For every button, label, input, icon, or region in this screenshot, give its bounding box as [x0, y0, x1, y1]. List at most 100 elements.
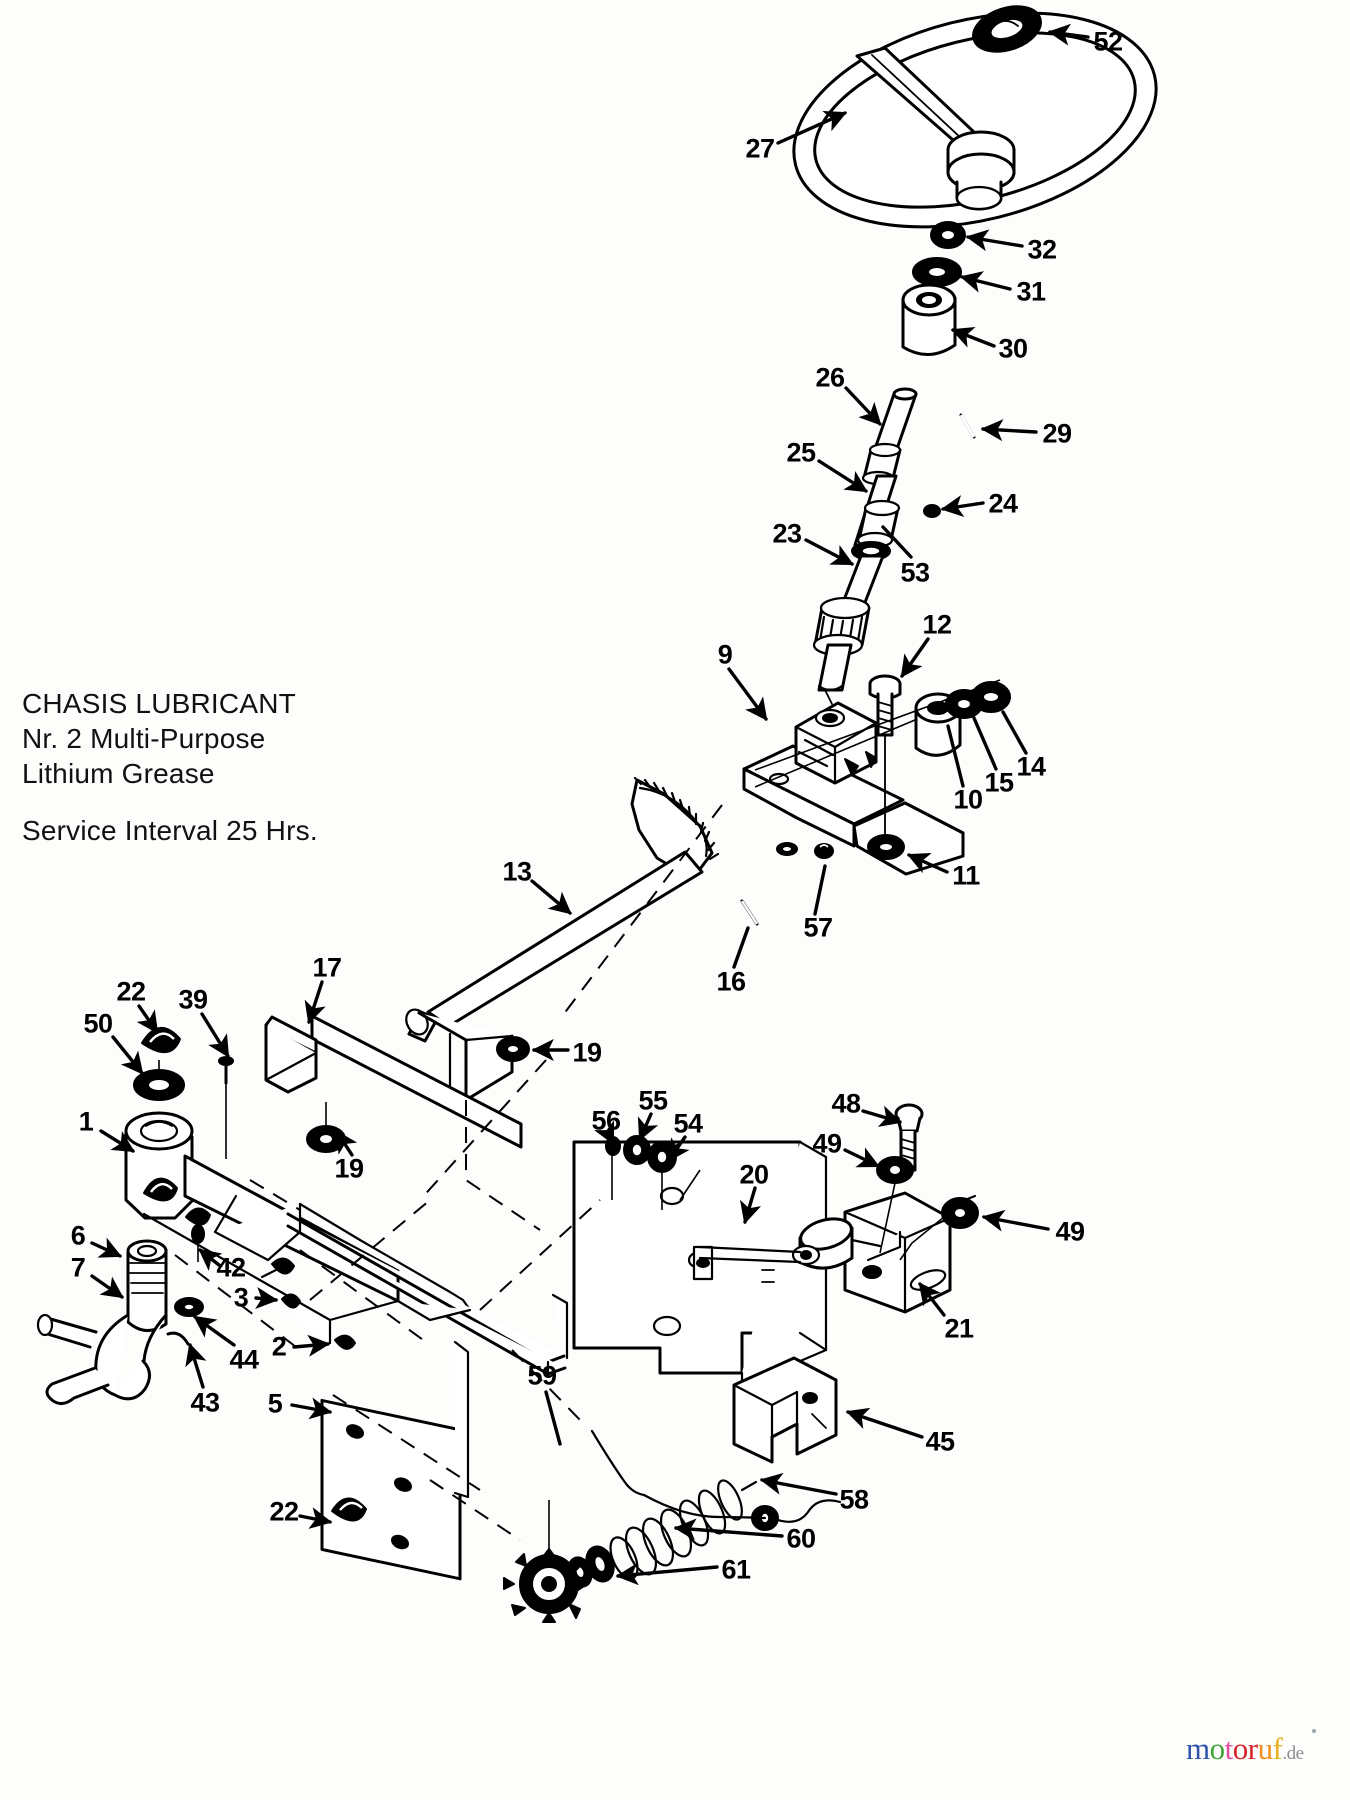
callout-number-32: 32 [1027, 234, 1057, 265]
callout-number-15: 15 [984, 767, 1014, 798]
cotter-pin-part-43 [166, 1331, 190, 1346]
washer-part-31 [912, 257, 962, 287]
washer-part-44 [174, 1297, 204, 1317]
callout-number-60: 60 [786, 1523, 816, 1554]
nut-part-11 [867, 834, 905, 860]
callout-number-31: 31 [1016, 276, 1046, 307]
bracket-part-45 [732, 1356, 838, 1464]
nut-part-49-right [899, 1194, 979, 1261]
plate-part-5 [320, 1340, 470, 1581]
callout-number-52: 52 [1093, 26, 1123, 57]
watermark-letter-0: m [1186, 1731, 1210, 1766]
callout-number-10: 10 [953, 784, 983, 815]
knob-part-61 [503, 1548, 588, 1623]
callout-number-14: 14 [1016, 751, 1046, 782]
frame-plate-part-20 [572, 1140, 828, 1388]
bushing-part-14 [971, 681, 1011, 713]
cap-part-52 [972, 5, 1042, 53]
callout-number-23: 23 [772, 518, 802, 549]
callout-number-16: 16 [716, 966, 746, 997]
callout-number-56: 56 [591, 1105, 621, 1136]
watermark-dot-icon [1312, 1729, 1316, 1733]
callout-number-25: 25 [786, 437, 816, 468]
callout-number-30: 30 [998, 333, 1028, 364]
note-spacer [22, 791, 452, 813]
callout-leader-lines [90, 23, 1090, 1586]
callout-number-5: 5 [267, 1388, 283, 1419]
watermark-letter-2: t [1224, 1731, 1234, 1766]
drag-link-part-17 [213, 1014, 569, 1376]
clip-part-3 [281, 1293, 301, 1309]
pin-part-42 [260, 1257, 295, 1279]
bushing-part-22-bottom [331, 1497, 367, 1522]
callout-number-55: 55 [638, 1085, 668, 1116]
watermark-letter-1: o [1209, 1731, 1226, 1766]
callout-number-49-upper: 49 [812, 1128, 842, 1159]
callout-number-48: 48 [831, 1088, 861, 1119]
callout-number-1: 1 [78, 1106, 94, 1137]
callout-number-29: 29 [1042, 418, 1072, 449]
callout-number-27: 27 [745, 133, 775, 164]
watermark-letter-3: o [1232, 1731, 1249, 1766]
motoruf-watermark: motoruf.de [1186, 1733, 1304, 1764]
pin-part-57 [814, 843, 834, 859]
callout-number-39: 39 [178, 984, 208, 1015]
callout-number-42: 42 [216, 1252, 246, 1283]
watermark-letters: motoruf [1186, 1731, 1283, 1766]
clip-part-2 [334, 1334, 356, 1350]
callout-number-43: 43 [190, 1387, 220, 1418]
bolt-part-39 [218, 1056, 234, 1159]
lubrication-note: CHASIS LUBRICANT Nr. 2 Multi-Purpose Lit… [22, 686, 452, 848]
callout-number-12: 12 [922, 609, 952, 640]
note-line-2: Nr. 2 Multi-Purpose [22, 723, 266, 754]
callout-number-44: 44 [229, 1344, 259, 1375]
callout-number-57: 57 [803, 912, 833, 943]
bushing-part-32 [930, 221, 966, 249]
spindle-part-7 [36, 1239, 168, 1405]
pin-part-16 [740, 899, 759, 926]
callout-number-24: 24 [988, 488, 1018, 519]
bushing-part-22-upper [141, 1027, 181, 1053]
callout-number-59: 59 [527, 1360, 557, 1391]
watermark-letter-6: f [1272, 1731, 1283, 1766]
callout-number-21: 21 [944, 1313, 974, 1344]
watermark-suffix: .de [1282, 1743, 1304, 1764]
callout-number-19-upper: 19 [572, 1037, 602, 1068]
callout-number-54: 54 [673, 1108, 703, 1139]
bushing-part-22-top [143, 1177, 178, 1202]
callout-number-7: 7 [70, 1252, 86, 1283]
callout-number-3: 3 [233, 1282, 249, 1313]
roll-pin-part-29 [959, 413, 976, 439]
callout-number-20: 20 [739, 1159, 769, 1190]
steering-wheel-part-27 [792, 11, 1158, 229]
nut-part-49-upper [876, 1156, 914, 1254]
note-line-3: Lithium Grease [22, 758, 215, 789]
callout-number-61: 61 [721, 1554, 751, 1585]
callout-number-49-right: 49 [1055, 1216, 1085, 1247]
callout-number-45: 45 [925, 1426, 955, 1457]
note-line-1: CHASIS LUBRICANT [22, 688, 296, 719]
callout-number-17: 17 [312, 952, 342, 983]
washer-part-19-upper [496, 1036, 530, 1062]
support-bracket-part-21 [698, 1191, 952, 1314]
note-line-4: Service Interval 25 Hrs. [22, 815, 318, 846]
callout-number-19-lower: 19 [334, 1153, 364, 1184]
callout-number-22-bottom: 22 [269, 1496, 299, 1527]
callout-number-26: 26 [815, 362, 845, 393]
grease-fitting-part-6 [185, 1207, 211, 1262]
callout-number-9: 9 [717, 639, 733, 670]
callout-number-58: 58 [839, 1484, 869, 1515]
watermark-letter-4: r [1247, 1731, 1258, 1766]
callout-number-50: 50 [83, 1008, 113, 1039]
callout-number-6: 6 [70, 1220, 86, 1251]
steering-shaft-part-23 [812, 387, 941, 692]
nut-part-19-lower [306, 1102, 346, 1153]
spring-hook-part-59 [590, 1429, 842, 1531]
spacer-part-30 [901, 283, 957, 356]
callout-number-53: 53 [900, 557, 930, 588]
callout-number-11: 11 [952, 860, 980, 891]
assembly-guide-lines [174, 679, 1001, 1555]
callout-number-22-top: 22 [116, 976, 146, 1007]
